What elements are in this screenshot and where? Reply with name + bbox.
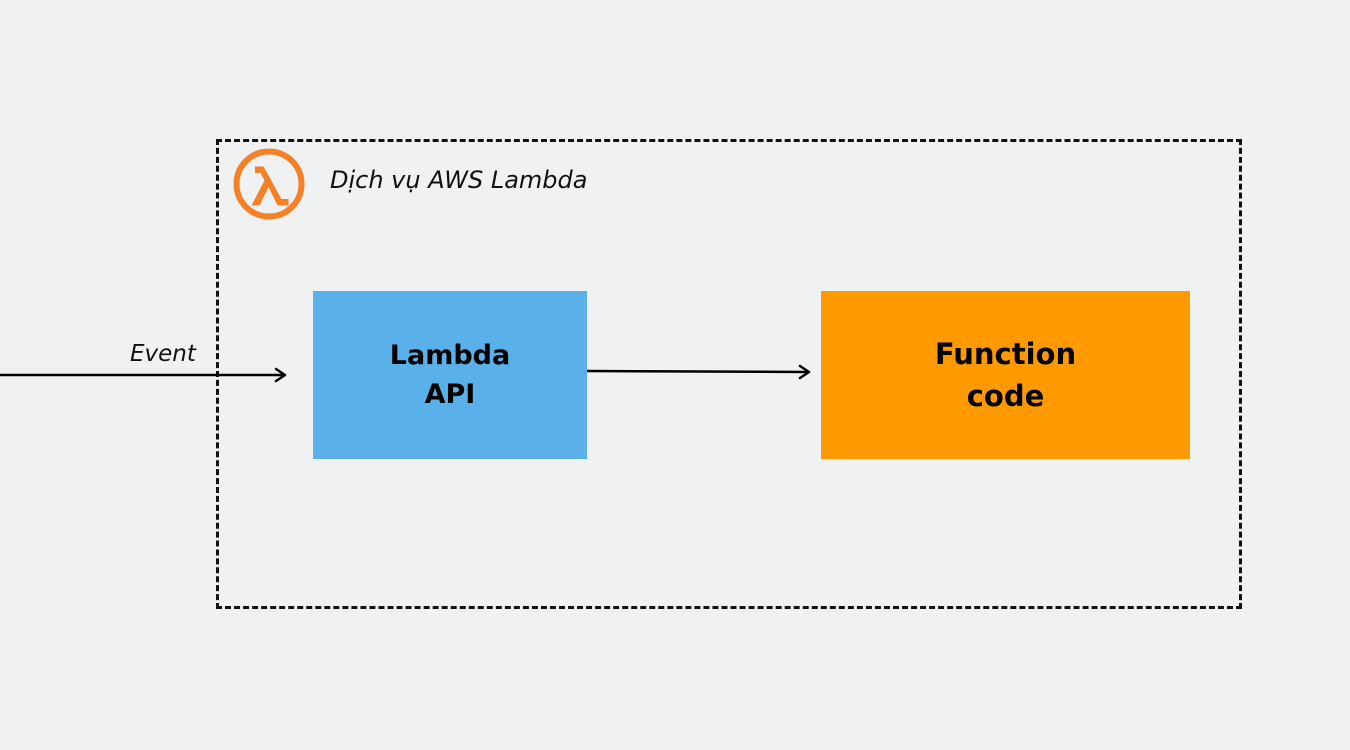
invoke-arrow-head (798, 364, 811, 380)
lambda-api-label: Lambda API (389, 339, 511, 410)
aws-lambda-logo-icon (232, 147, 306, 221)
lambda-api-box: Lambda API (313, 291, 587, 459)
event-label: Event (130, 341, 196, 367)
invoke-arrow-line (586, 369, 808, 374)
function-code-box: Function code (821, 291, 1190, 459)
service-title: Dịch vụ AWS Lambda (330, 166, 588, 194)
function-code-label: Function code (934, 336, 1077, 413)
event-arrow-head (274, 367, 287, 383)
